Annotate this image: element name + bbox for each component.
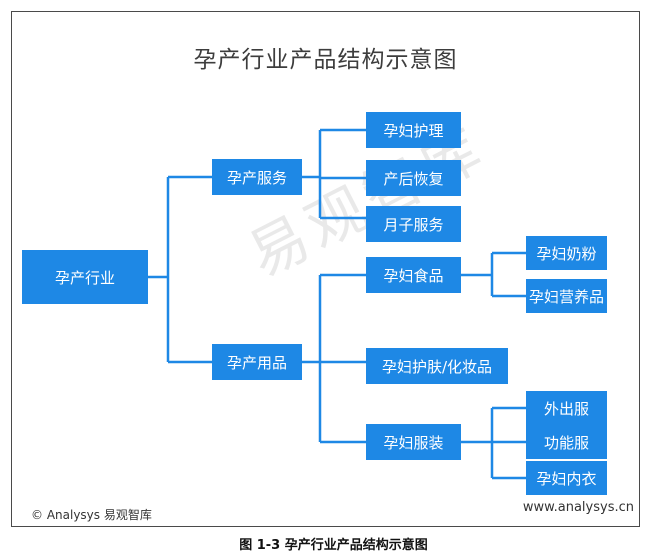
node-food-child: 孕妇营养品 (526, 279, 607, 313)
node-clothing-child: 外出服 (526, 391, 607, 425)
connector-root (148, 175, 212, 364)
node-clothing-child: 孕妇内衣 (526, 461, 607, 495)
node-service-child: 产后恢复 (366, 160, 461, 196)
diagram-title: 孕产行业产品结构示意图 (193, 47, 458, 73)
node-service-child: 月子服务 (366, 206, 461, 242)
node-service-child: 孕妇护理 (366, 112, 461, 148)
node-goods-child: 孕妇护肤/化妆品 (366, 348, 508, 384)
node-clothing-child: 功能服 (526, 425, 607, 459)
connector-clothing (461, 406, 526, 480)
node-goods-child: 孕妇服装 (366, 424, 461, 460)
node-service: 孕产服务 (212, 159, 302, 195)
connector-service (302, 128, 366, 220)
copyright-text: © Analysys 易观智库 (31, 508, 152, 522)
node-goods-child: 孕妇食品 (366, 257, 461, 293)
connector-goods (302, 273, 366, 444)
website-link[interactable]: www.analysys.cn (522, 500, 634, 515)
node-goods: 孕产用品 (212, 344, 302, 380)
figure-caption: 图 1-3 孕产行业产品结构示意图 (239, 538, 428, 553)
connector-food (461, 251, 526, 298)
node-food-child: 孕妇奶粉 (526, 236, 607, 270)
node-root: 孕产行业 (22, 250, 148, 304)
